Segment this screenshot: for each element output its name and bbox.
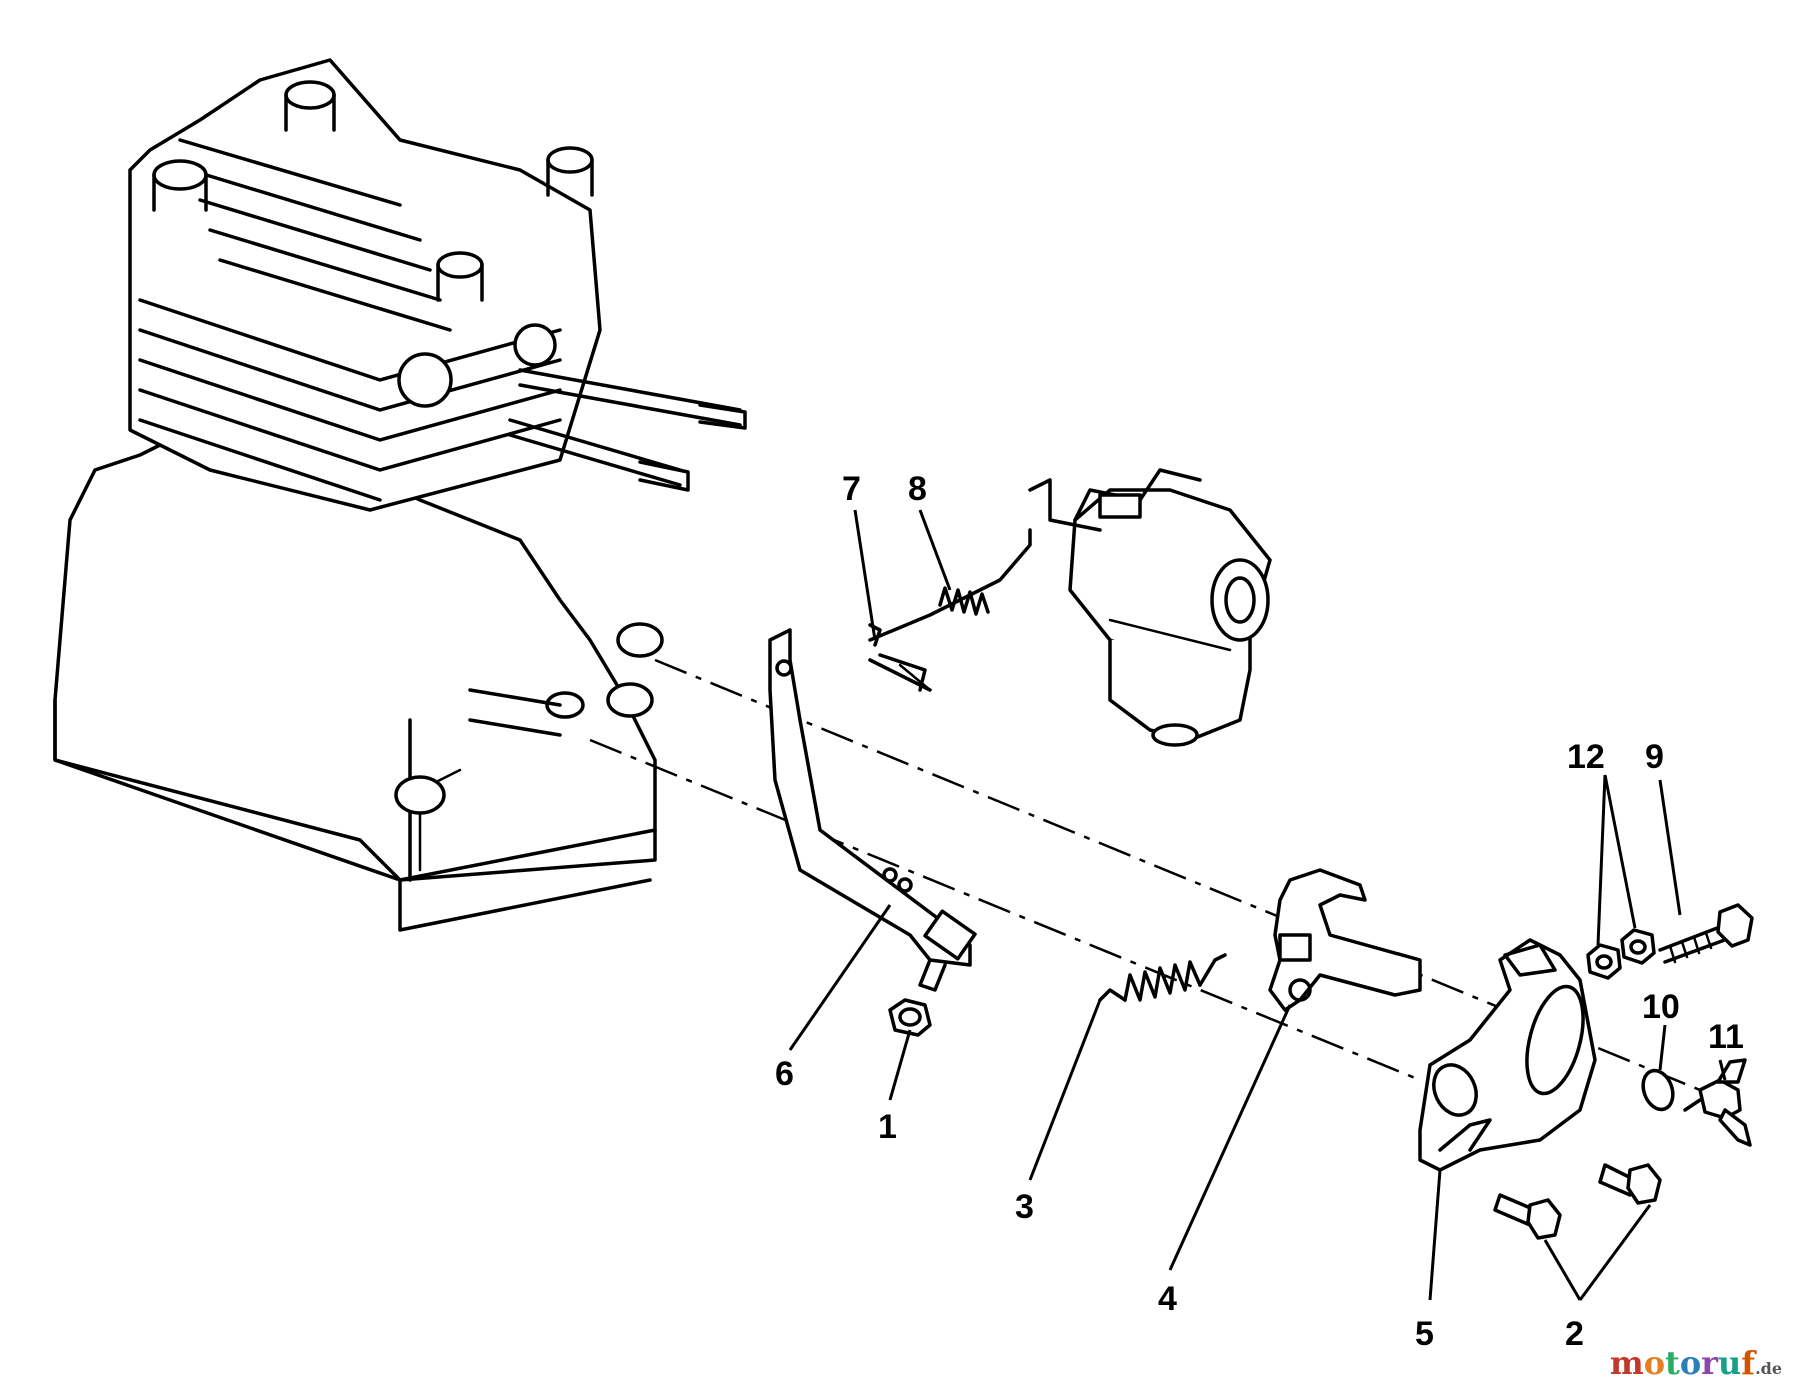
callout-8: 8 (908, 470, 927, 508)
carburetor (1028, 468, 1272, 747)
watermark-letter: o (1643, 1344, 1666, 1382)
center-line-upper (654, 658, 1701, 1092)
control-bracket-plate (1418, 938, 1597, 1172)
callout-3: 3 (1015, 1188, 1034, 1226)
watermark-letter: f (1741, 1344, 1756, 1382)
washer (1641, 1068, 1675, 1112)
watermark-suffix: .de (1755, 1359, 1782, 1378)
watermark-letter: u (1718, 1344, 1742, 1382)
governor-spring (1098, 953, 1227, 1002)
callout-labels: 1 2 3 4 5 6 7 8 9 10 11 12 (775, 470, 1744, 1353)
throttle-bracket (1268, 868, 1422, 1012)
callout-7: 7 (842, 470, 861, 508)
leader-lines (788, 509, 1727, 1301)
callout-4: 4 (1158, 1280, 1177, 1318)
watermark-letter: o (1679, 1344, 1702, 1382)
callout-10: 10 (1642, 988, 1680, 1026)
site-watermark: motoruf.de (1610, 1344, 1782, 1382)
engine-block (53, 58, 747, 932)
hex-screws (1493, 1163, 1662, 1240)
callout-1: 1 (878, 1108, 897, 1146)
callout-5: 5 (1415, 1315, 1434, 1353)
lock-nuts (1586, 928, 1656, 980)
callout-12: 12 (1567, 738, 1605, 776)
watermark-letter: t (1665, 1344, 1680, 1382)
callout-6: 6 (775, 1055, 794, 1093)
callout-9: 9 (1645, 738, 1664, 776)
adjusting-bolt (1658, 903, 1754, 964)
watermark-letter: m (1609, 1344, 1644, 1382)
wing-nut (1683, 1058, 1752, 1147)
nut (888, 998, 932, 1037)
throttle-link-rod-and-spring (868, 528, 1032, 692)
governor-lever (768, 628, 977, 992)
watermark-letter: r (1701, 1344, 1719, 1382)
callout-2: 2 (1565, 1315, 1584, 1353)
callout-11: 11 (1708, 1018, 1744, 1056)
watermark-brand: motoruf (1610, 1344, 1755, 1382)
